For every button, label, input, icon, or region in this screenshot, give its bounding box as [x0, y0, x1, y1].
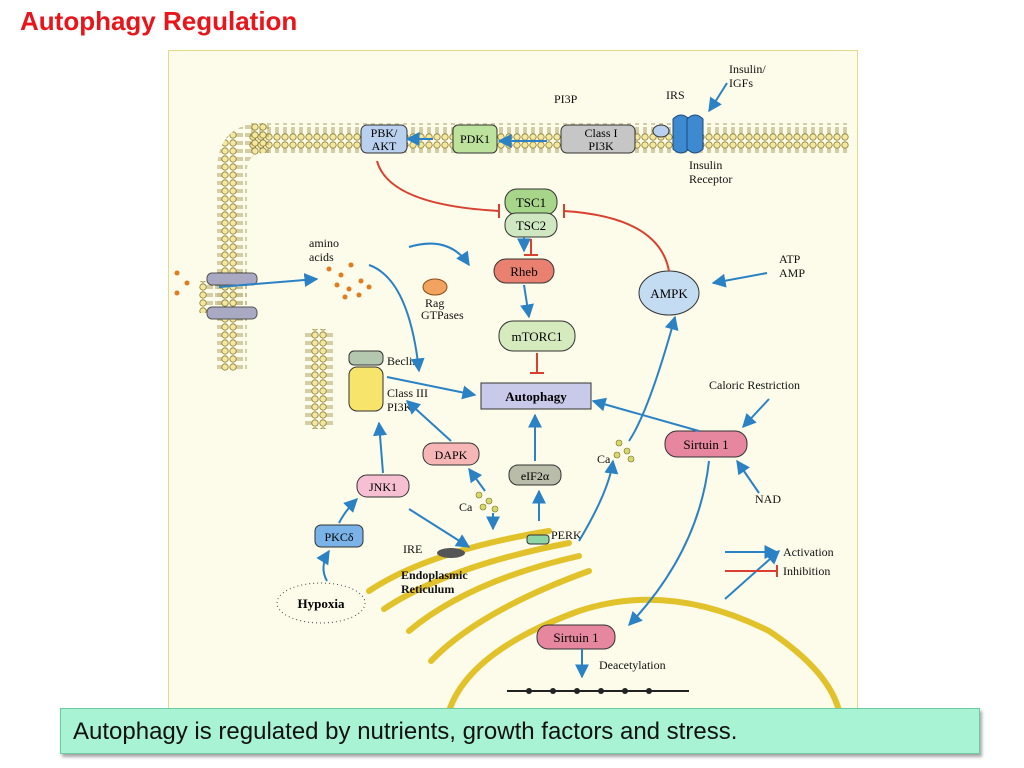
er-label-1: Endoplasmic	[401, 568, 468, 582]
ire-label: IRE	[403, 542, 422, 556]
slide-title: Autophagy Regulation	[20, 6, 298, 36]
amp-label: AMP	[779, 266, 805, 280]
legend-activation-label: Activation	[783, 545, 834, 559]
rheb-node: Rheb	[493, 258, 555, 284]
pkc-label: PKCδ	[325, 530, 354, 544]
sirtuin1-bottom-label: Sirtuin 1	[553, 630, 598, 645]
acids-label: acids	[309, 250, 334, 264]
atp-label: ATP	[779, 252, 801, 266]
autophagy-pathway-diagram: Insulin/ IGFs IRS PI3P Insulin Receptor …	[174, 62, 849, 709]
insulin-receptor-label-1: Insulin	[689, 158, 722, 172]
akt-label: AKT	[372, 139, 397, 153]
diagram-labels: Insulin/ IGFs IRS PI3P Insulin Receptor …	[309, 62, 834, 672]
ca-label-2: Ca	[597, 452, 611, 466]
insulin-receptor	[652, 114, 704, 154]
legend-inhibition-label: Inhibition	[783, 564, 830, 578]
perk-label: PERK	[551, 528, 582, 542]
pkc-delta-node: PKCδ	[314, 524, 364, 548]
autophagy-node: Autophagy	[480, 382, 592, 410]
perk-receptor	[437, 534, 550, 558]
activation-arrows	[218, 82, 781, 679]
ampk-node: AMPK	[638, 270, 700, 316]
class3-label: Class III	[387, 386, 428, 400]
insulin-label: Insulin/	[729, 62, 766, 76]
dapk-label: DAPK	[435, 448, 468, 462]
autophagy-label: Autophagy	[505, 389, 567, 404]
inhibition-arrows	[376, 160, 670, 374]
class1-label: Class I	[585, 126, 618, 140]
irs-label: IRS	[666, 88, 685, 102]
er-label-2: Reticulum	[401, 582, 454, 596]
igfs-label: IGFs	[729, 76, 753, 90]
hypoxia-label: Hypoxia	[298, 596, 345, 611]
jnk1-node: JNK1	[356, 474, 410, 498]
mtorc1-label: mTORC1	[511, 329, 562, 344]
mtorc1-node: mTORC1	[498, 320, 576, 352]
caloric-restriction-label: Caloric Restriction	[709, 378, 800, 392]
ampk-label: AMPK	[650, 286, 688, 301]
hypoxia-node: Hypoxia	[276, 582, 366, 624]
pi3k-top-label: PI3K	[588, 139, 614, 153]
endoplasmic-reticulum	[366, 528, 842, 709]
tsc1-node: TSC1	[504, 188, 558, 216]
pdk1-node: PDK1	[452, 124, 498, 154]
amino-label: amino	[309, 236, 339, 250]
deacetylation-label: Deacetylation	[599, 658, 666, 672]
pi3p-label: PI3P	[554, 92, 578, 106]
pdk1-label: PDK1	[460, 132, 490, 146]
beclin-class3-node	[348, 350, 384, 412]
pbk-akt-node: PBK/ AKT	[360, 124, 408, 154]
sirtuin1-top-label: Sirtuin 1	[683, 437, 728, 452]
beclin-label: Beclin	[387, 354, 418, 368]
rag-gtpases-node	[422, 278, 448, 296]
caption-text: Autophagy is regulated by nutrients, gro…	[73, 718, 738, 745]
diagram-legend	[725, 545, 779, 577]
calcium-dots	[475, 439, 635, 513]
gtpases-label: GTPases	[421, 308, 464, 322]
eif2a-label: eIF2α	[521, 469, 550, 483]
nad-label: NAD	[755, 492, 781, 506]
tsc2-label: TSC2	[516, 218, 546, 233]
ca-label-1: Ca	[459, 500, 473, 514]
rheb-label: Rheb	[510, 264, 537, 279]
amino-acid-dots	[174, 262, 372, 300]
dna-strand	[507, 688, 689, 694]
sirtuin1-bottom-node: Sirtuin 1	[536, 624, 616, 650]
jnk1-label: JNK1	[369, 480, 397, 494]
insulin-receptor-label-2: Receptor	[689, 172, 732, 186]
tsc1-label: TSC1	[516, 195, 546, 210]
eif2a-node: eIF2α	[508, 464, 562, 486]
caption-box: Autophagy is regulated by nutrients, gro…	[60, 708, 980, 754]
class1-pi3k-node: Class I PI3K	[560, 124, 636, 154]
tsc2-node: TSC2	[504, 212, 558, 238]
pbk-label: PBK/	[371, 126, 398, 140]
rag-label: Rag	[425, 296, 444, 310]
dapk-node: DAPK	[422, 442, 480, 466]
sirtuin1-top-node: Sirtuin 1	[664, 430, 748, 458]
pathway-figure: Insulin/ IGFs IRS PI3P Insulin Receptor …	[168, 50, 858, 710]
